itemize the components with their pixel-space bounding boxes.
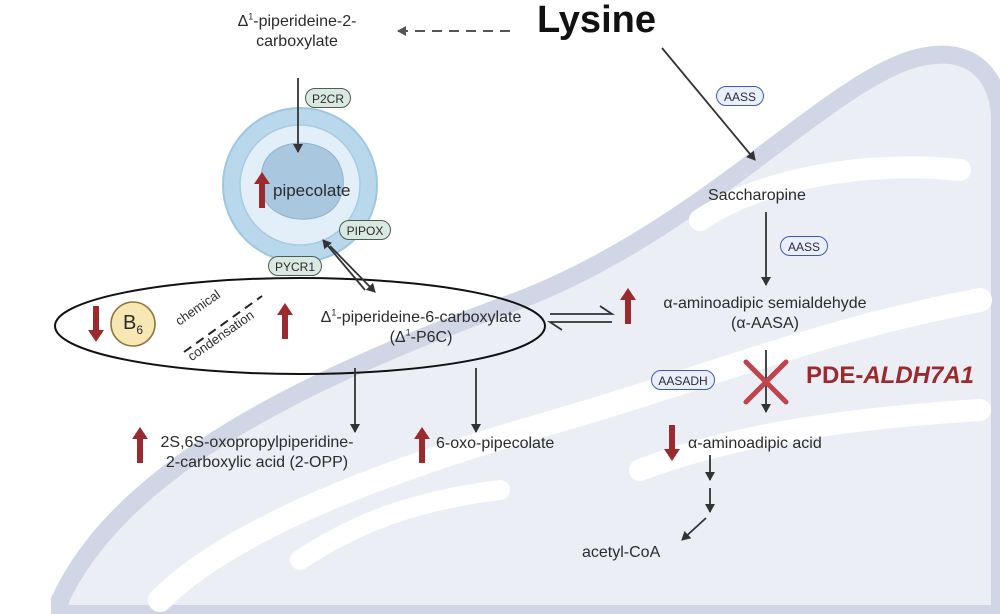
down-arrow-icon [88, 306, 104, 342]
mitochondrion-icon [51, 45, 1000, 614]
enzyme-pycr1: PYCR1 [268, 256, 322, 276]
pipecolate-label: pipecolate [273, 181, 351, 200]
block-x-icon [743, 359, 789, 405]
lysine-to-saccharopine-arrow [661, 47, 756, 161]
up-arrow-icon [414, 427, 430, 463]
aasa-label: α-aminoadipic semialdehyde (α-AASA) [663, 295, 867, 332]
lysine-title: Lysine [537, 0, 656, 41]
p6c-label: Δ1-piperideine-6-carboxylate (Δ1-P6C) [320, 307, 522, 346]
pde-aldh7a1-label: PDE-ALDH7A1 [806, 362, 975, 389]
equilibrium-arrow [547, 305, 615, 331]
up-arrow-icon [277, 303, 293, 339]
up-arrow-icon [254, 172, 270, 208]
p6c-compartment-ellipse [54, 277, 546, 375]
enzyme-aass-2: AASS [780, 236, 828, 256]
p2c-label: Δ1-piperideine-2- carboxylate [237, 11, 357, 50]
up-arrow-icon [132, 427, 148, 463]
enzyme-aass-1: AASS [716, 86, 764, 106]
pipecolate-to-p6c-arrow [329, 245, 376, 293]
vesicle-icon [222, 107, 378, 263]
condensation-dash [183, 295, 263, 353]
aaa-label: α-aminoadipic acid [688, 435, 822, 452]
up-arrow-icon [620, 288, 636, 324]
enzyme-aasadh: AASADH [651, 370, 715, 390]
enzyme-pipox: PIPOX [339, 220, 391, 240]
enzyme-p2cr: P2CR [305, 88, 351, 108]
down-arrow-icon [664, 425, 680, 461]
aaa-step3-arrow [681, 517, 707, 541]
oxopip-label: 6-oxo-pipecolate [436, 435, 555, 452]
b6-circle [110, 301, 156, 347]
b6-label: B6 [122, 312, 144, 337]
saccharopine-label: Saccharopine [708, 187, 806, 204]
p6c-to-pipecolate-arrow [322, 239, 366, 291]
opp-label: 2S,6S-oxopropylpiperidine- 2-carboxylic … [160, 434, 354, 471]
acetylcoa-label: acetyl-CoA [582, 544, 661, 561]
